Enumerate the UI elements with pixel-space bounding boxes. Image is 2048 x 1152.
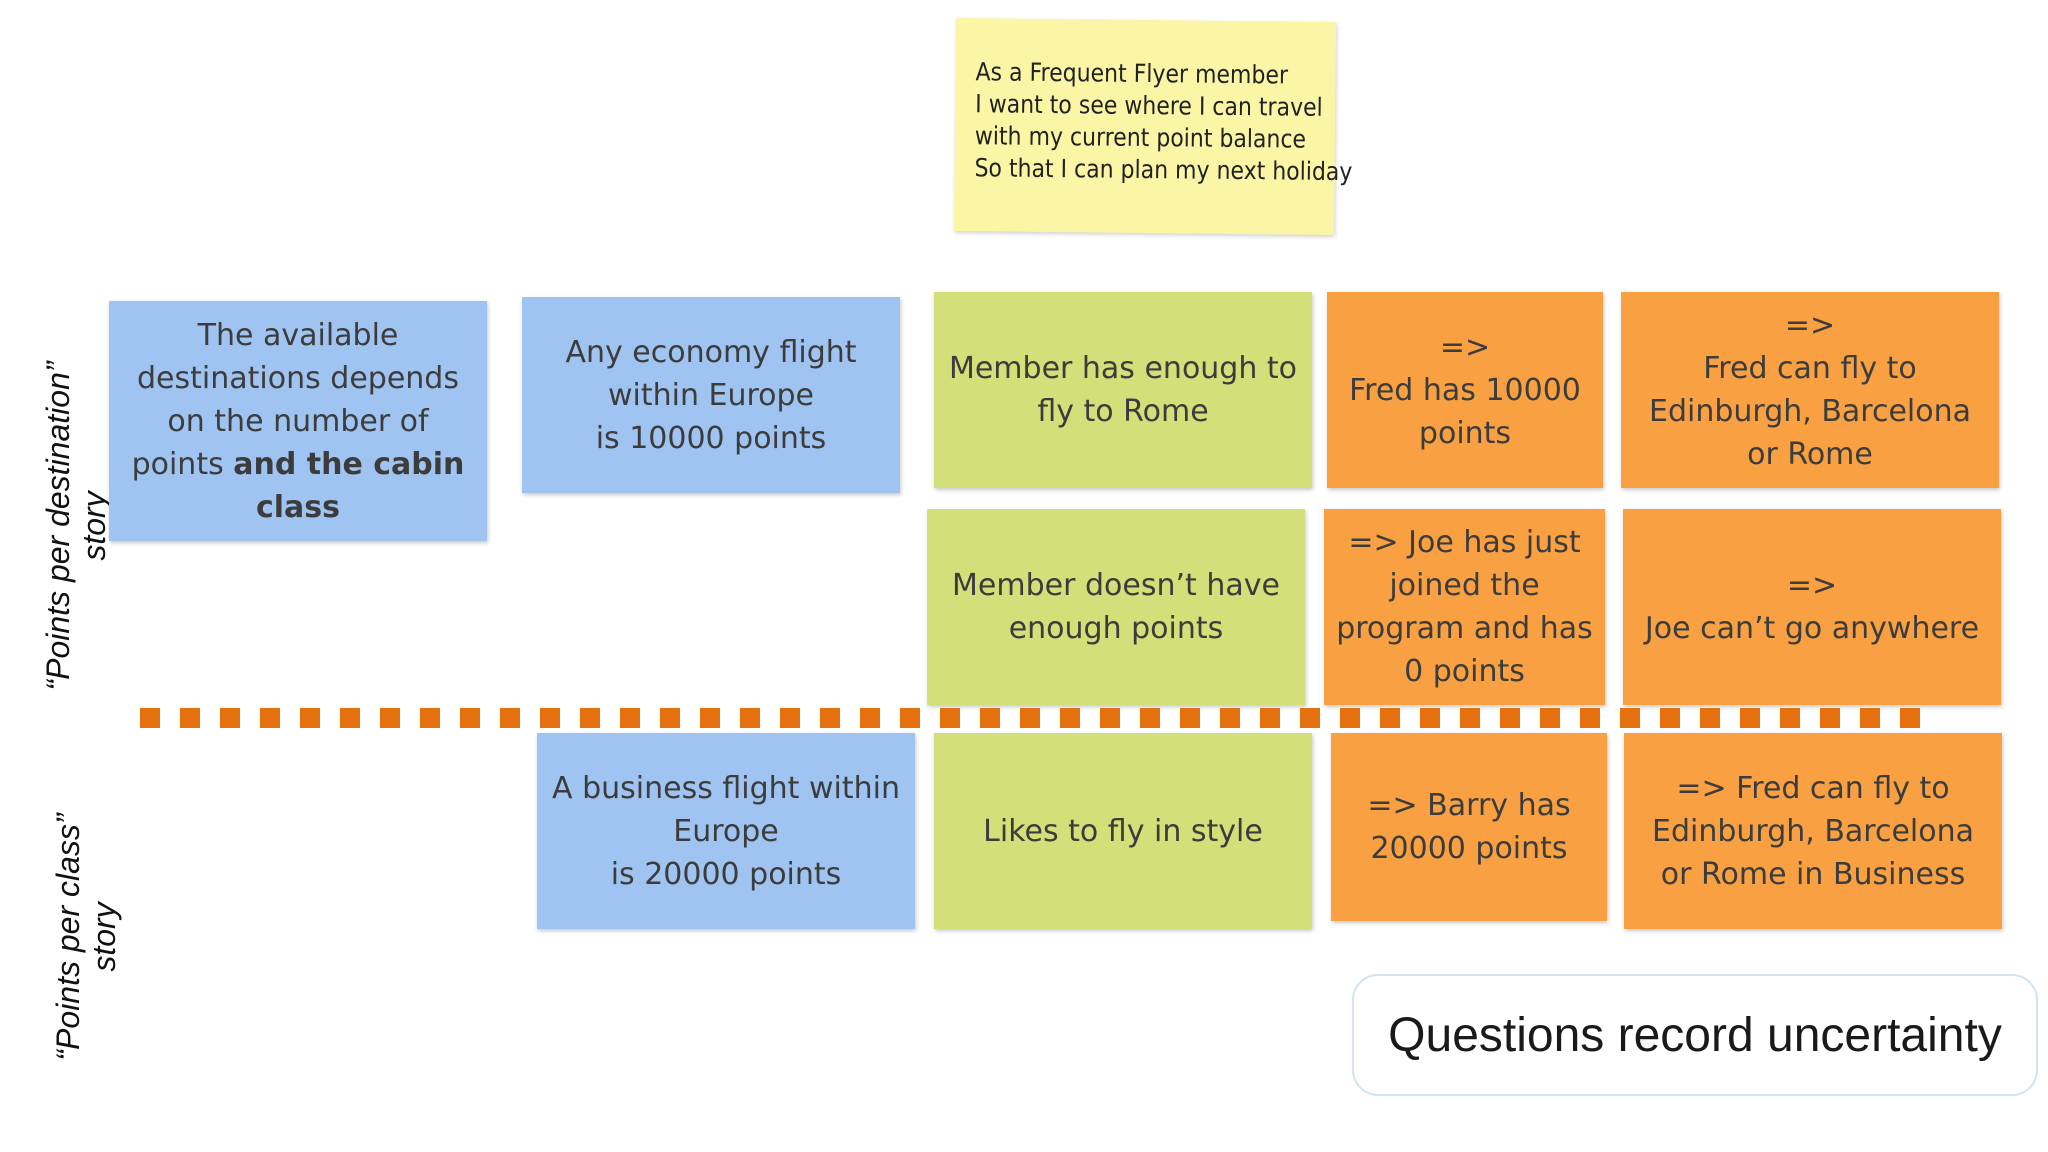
story-card: As a Frequent Flyer member I want to see… — [953, 18, 1353, 235]
story-line: with my current point balance — [974, 121, 1307, 154]
story-line: So that I can plan my next holiday — [974, 153, 1353, 187]
class-story-label: “Points per class” story — [50, 813, 122, 1061]
rule-card-destinations: The available destinations depends on th… — [109, 301, 487, 541]
outcome-card-fred-business: => Fred can fly to Edinburgh, Barcelona … — [1624, 733, 2002, 929]
example-card-not-enough-points: Member doesn’t have enough points — [927, 509, 1305, 705]
example-card-enough-points: Member has enough to fly to Rome — [934, 292, 1312, 488]
rule-card-business: A business flight within Europe is 20000… — [537, 733, 915, 929]
outcome-card-joe-destinations: => Joe can’t go anywhere — [1623, 509, 2001, 705]
story-line: I want to see where I can travel — [975, 89, 1323, 122]
outcome-card-fred-points: => Fred has 10000 points — [1327, 292, 1603, 488]
callout-text: Questions record uncertainty — [1388, 1008, 2002, 1062]
outcome-card-barry-points: => Barry has 20000 points — [1331, 733, 1607, 921]
rule-card-economy: Any economy flight within Europe is 1000… — [522, 297, 900, 493]
outcome-card-fred-destinations: => Fred can fly to Edinburgh, Barcelona … — [1621, 292, 1999, 488]
questions-callout: Questions record uncertainty — [1352, 974, 2038, 1096]
outcome-card-joe-points: => Joe has just joined the program and h… — [1324, 509, 1605, 705]
story-line: As a Frequent Flyer member — [975, 57, 1289, 90]
story-divider — [140, 708, 1940, 728]
example-card-fly-in-style: Likes to fly in style — [934, 733, 1312, 929]
destination-story-label: “Points per destination” story — [40, 361, 112, 691]
